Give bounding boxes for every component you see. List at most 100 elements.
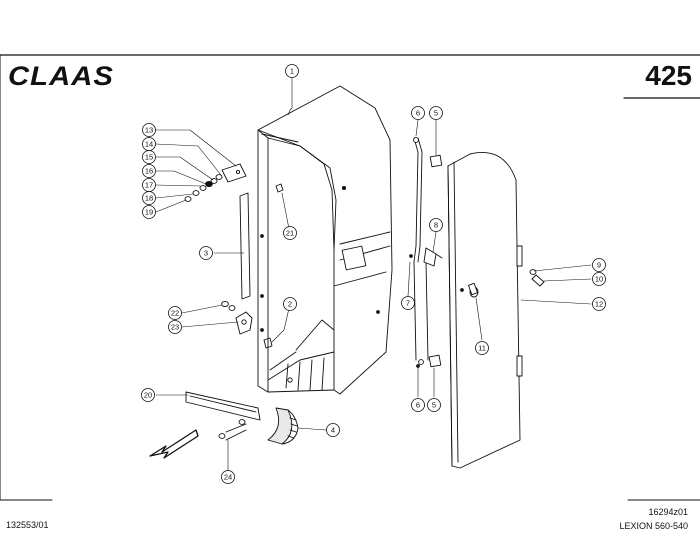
callout-circle xyxy=(592,258,606,272)
fastener-stack xyxy=(184,174,223,202)
callout-c16: 16 xyxy=(142,164,156,178)
screw-24 xyxy=(218,419,247,441)
bracket-hole xyxy=(235,169,241,175)
sheet-number: 425 xyxy=(645,60,692,91)
curved-guide xyxy=(267,407,293,445)
model-name: LEXION 560-540 xyxy=(619,521,688,531)
screw-9-10 xyxy=(529,269,545,287)
callout-circle xyxy=(168,306,182,320)
callout-c21: 21 xyxy=(283,226,297,240)
doc-code: 132553/01 xyxy=(6,520,49,530)
callout-label: 3 xyxy=(204,249,208,258)
callout-label: 5 xyxy=(434,109,438,118)
callout-circle xyxy=(168,320,182,334)
callout-label: 14 xyxy=(145,140,153,149)
door-knob xyxy=(468,282,479,298)
clamp-assembly xyxy=(221,300,253,335)
callout-c9: 9 xyxy=(592,258,606,272)
callout-label: 2 xyxy=(288,300,292,309)
callout-circle xyxy=(475,341,489,355)
callout-label: 11 xyxy=(478,344,486,353)
callout-label: 23 xyxy=(171,323,179,332)
callout-c19: 19 xyxy=(142,205,156,219)
callout-label: 13 xyxy=(145,126,153,135)
brand-text: CLAAS xyxy=(8,62,114,88)
callout-label: 8 xyxy=(434,221,438,230)
bolt-21 xyxy=(275,183,284,193)
callout-c15: 15 xyxy=(142,150,156,164)
callout-circle xyxy=(592,272,606,286)
direction-arrow-icon xyxy=(149,429,199,459)
lower-rail-edge xyxy=(189,395,257,413)
lower-rail xyxy=(185,391,261,421)
callout-label: 15 xyxy=(145,153,153,162)
callout-c8: 8 xyxy=(429,218,443,232)
callout-label: 1 xyxy=(290,67,294,76)
callout-circle xyxy=(221,470,235,484)
callout-circle xyxy=(429,106,443,120)
callout-label: 12 xyxy=(595,300,603,309)
callout-c4: 4 xyxy=(326,423,340,437)
callout-label: 17 xyxy=(145,181,153,190)
linkage-rods xyxy=(409,137,443,368)
callout-label: 6 xyxy=(416,401,420,410)
callout-c1: 1 xyxy=(285,64,299,78)
callout-c14: 14 xyxy=(142,137,156,151)
callout-label: 9 xyxy=(597,261,601,270)
callout-circle xyxy=(142,123,156,137)
callout-c2: 2 xyxy=(283,297,297,311)
callout-c24: 24 xyxy=(221,470,235,484)
callout-circle xyxy=(142,205,156,219)
callout-circle xyxy=(142,191,156,205)
callout-circle xyxy=(326,423,340,437)
callout-label: 7 xyxy=(406,299,410,308)
callout-c3: 3 xyxy=(199,246,213,260)
callout-c10: 10 xyxy=(592,272,606,286)
callout-label: 4 xyxy=(331,426,335,435)
drawing-number: 16294z01 xyxy=(648,507,688,517)
callout-c17: 17 xyxy=(142,178,156,192)
callout-c22: 22 xyxy=(168,306,182,320)
callout-c23: 23 xyxy=(168,320,182,334)
callout-label: 5 xyxy=(432,401,436,410)
callout-circle xyxy=(427,398,441,412)
callout-label: 18 xyxy=(145,194,153,203)
callout-c13: 13 xyxy=(142,123,156,137)
hinge-bracket xyxy=(221,163,247,183)
callout-c5a: 5 xyxy=(429,106,443,120)
callout-c7: 7 xyxy=(401,296,415,310)
door-panel xyxy=(447,152,523,469)
callout-circle xyxy=(283,297,297,311)
claas-logo: CLAAS xyxy=(8,62,114,88)
callout-circle xyxy=(429,218,443,232)
callout-c11: 11 xyxy=(475,341,489,355)
callout-c12: 12 xyxy=(592,297,606,311)
callout-label: 21 xyxy=(286,229,294,238)
callout-label: 6 xyxy=(416,109,420,118)
callout-label: 16 xyxy=(145,167,153,176)
callout-label: 19 xyxy=(145,208,153,217)
bolt-2 xyxy=(263,337,273,349)
vertical-seal-strip xyxy=(239,192,251,300)
side-panel-housing xyxy=(257,85,393,395)
callout-group: 1234556678910111213141516171819202122232… xyxy=(141,64,606,484)
callout-circle xyxy=(411,398,425,412)
callout-circle xyxy=(285,64,299,78)
callout-circle xyxy=(411,106,425,120)
callout-c5b: 5 xyxy=(427,398,441,412)
callout-circle xyxy=(142,164,156,178)
callout-circle xyxy=(199,246,213,260)
callout-circle xyxy=(592,297,606,311)
stop-block-upper xyxy=(429,154,443,168)
callout-label: 10 xyxy=(595,275,603,284)
callout-circle xyxy=(401,296,415,310)
callout-circle xyxy=(283,226,297,240)
callout-label: 24 xyxy=(224,473,232,482)
callout-label: 22 xyxy=(171,309,179,318)
callout-c20: 20 xyxy=(141,388,155,402)
callout-c6b: 6 xyxy=(411,398,425,412)
callout-c18: 18 xyxy=(142,191,156,205)
leader-lines xyxy=(155,77,592,473)
